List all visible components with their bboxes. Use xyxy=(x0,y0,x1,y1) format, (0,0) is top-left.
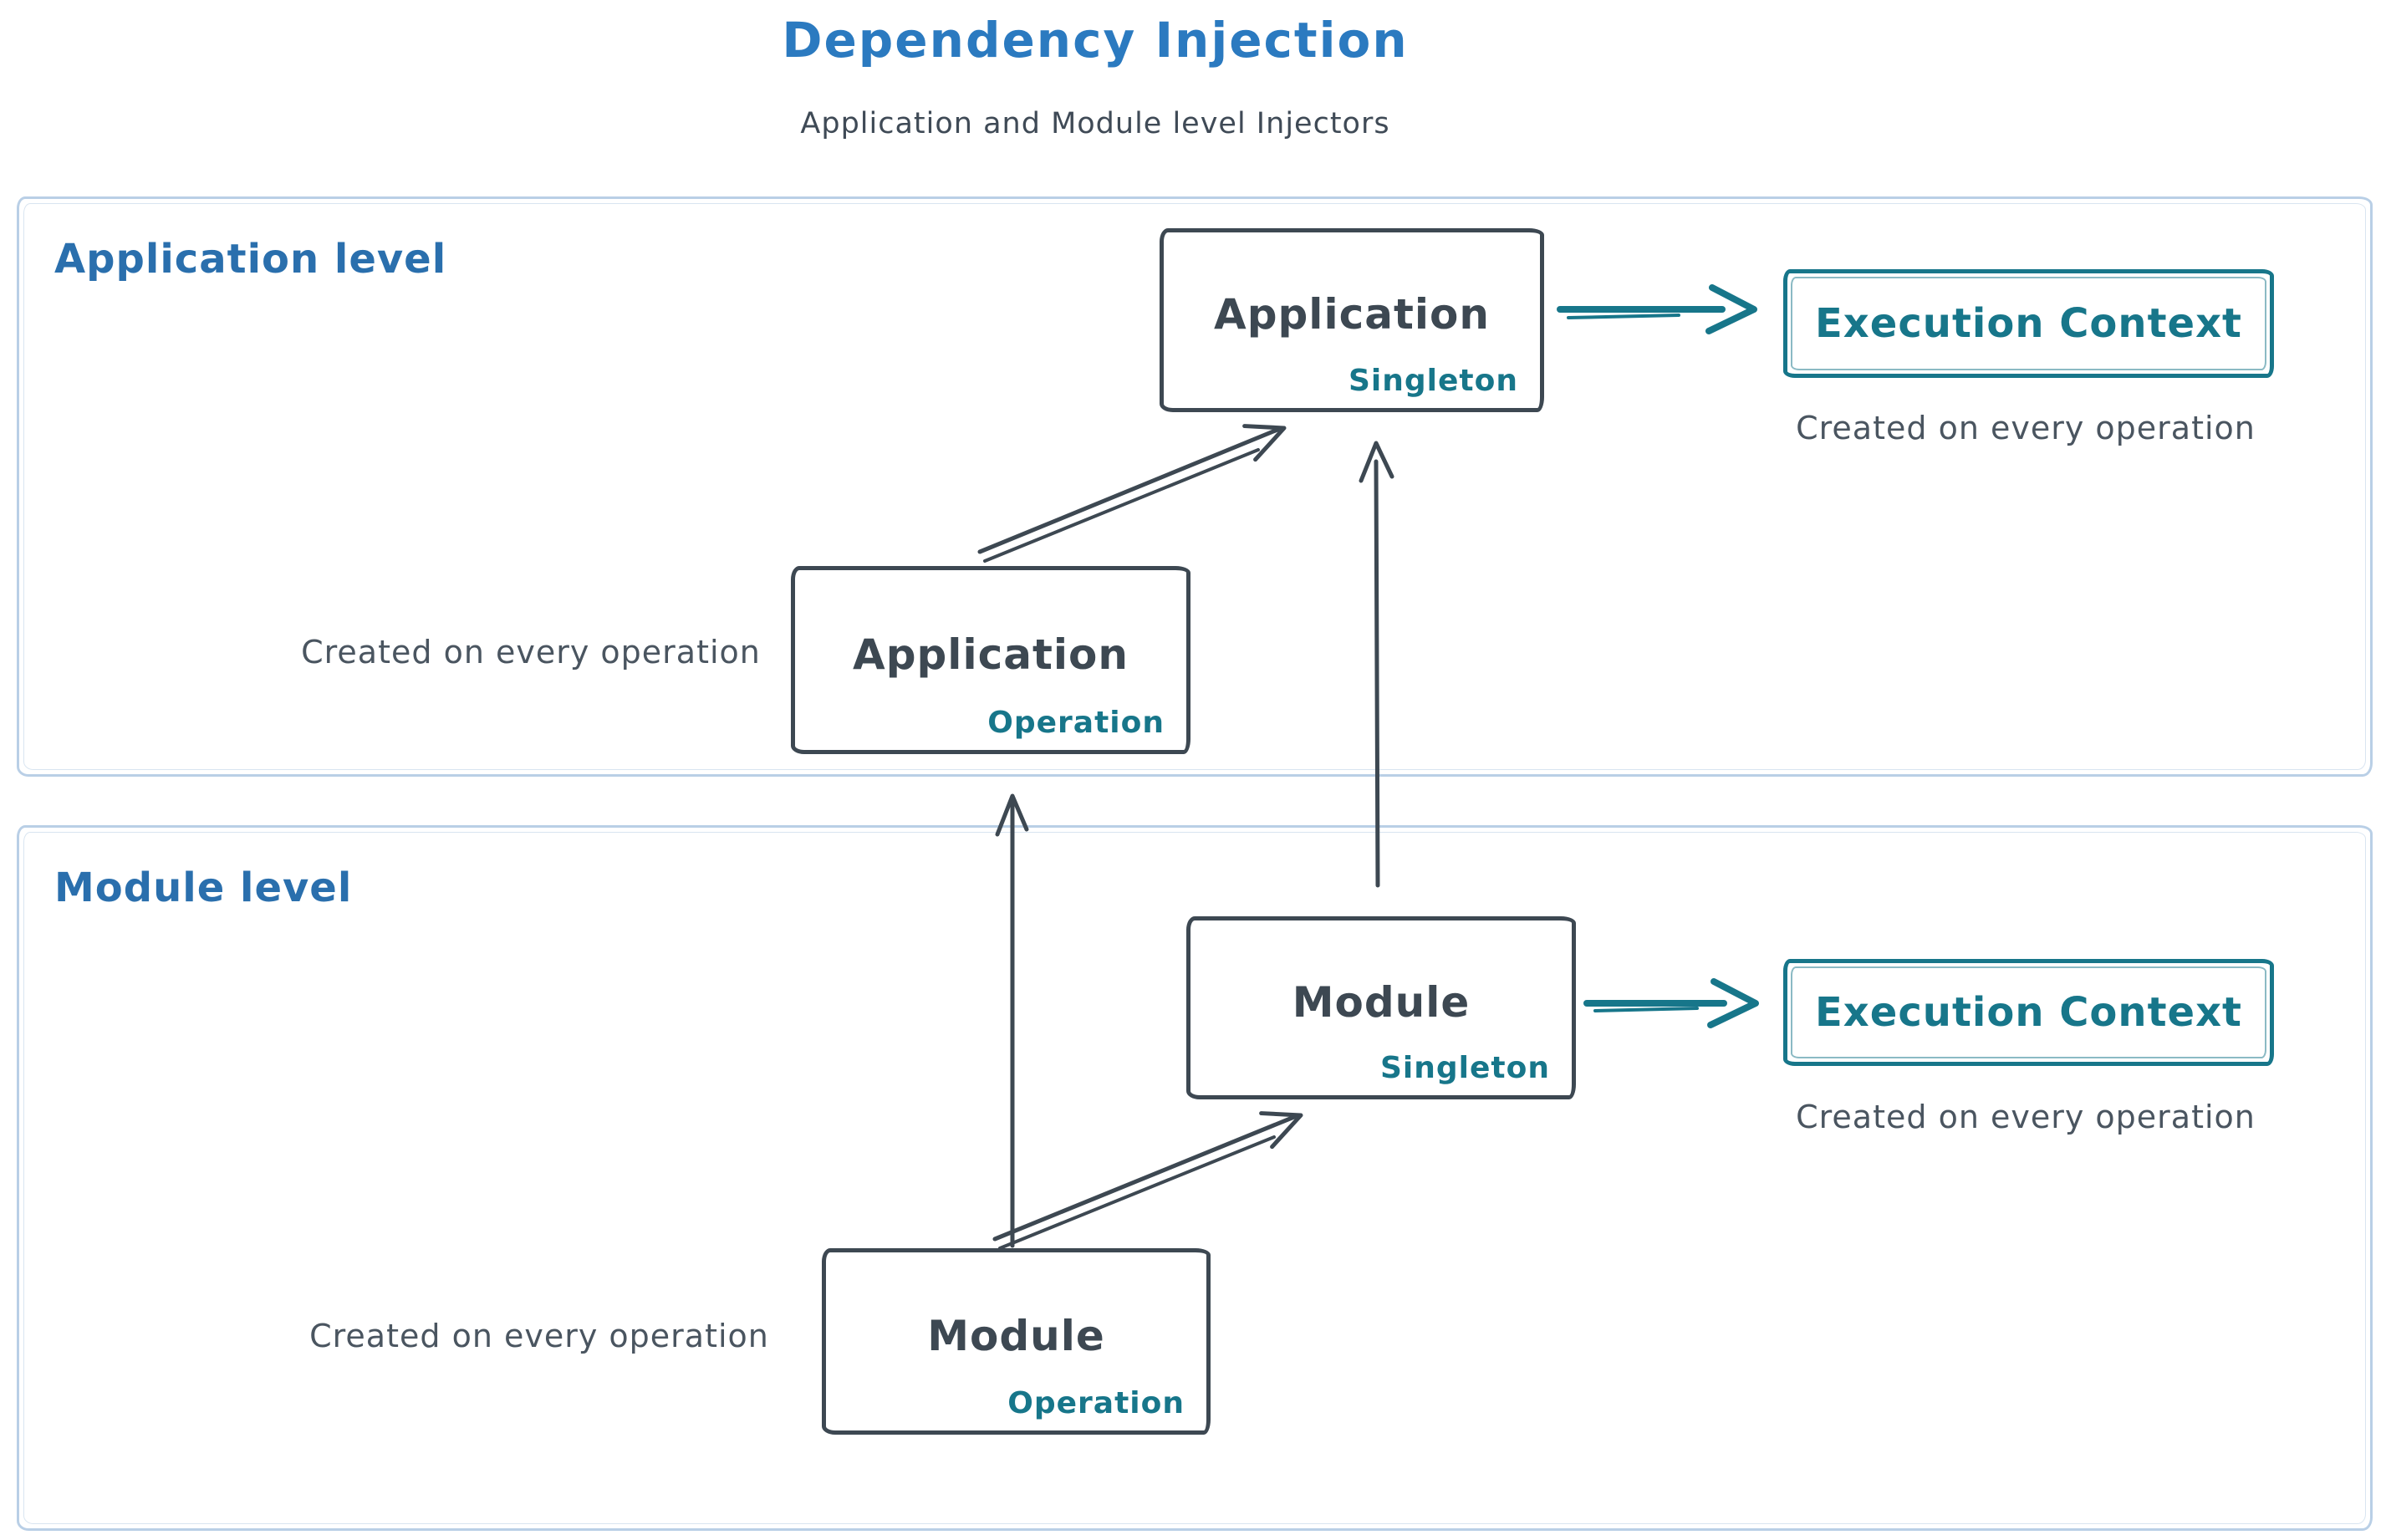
scope-badge: Operation xyxy=(1007,1386,1185,1420)
caption-module-operation: Created on every operation xyxy=(309,1318,769,1354)
scope-badge: Singleton xyxy=(1380,1051,1550,1085)
module-level-panel: Module level xyxy=(17,825,2373,1531)
diagram-title: Dependency Injection xyxy=(782,12,1409,69)
node-application-operation: Application Operation xyxy=(791,566,1190,754)
diagram-subtitle: Application and Module level Injectors xyxy=(800,107,1390,140)
node-module-execution-context: Execution Context xyxy=(1783,959,2274,1066)
node-title: Execution Context xyxy=(1815,989,2242,1036)
node-module-operation: Module Operation xyxy=(822,1248,1211,1435)
node-title: Application xyxy=(1214,290,1490,339)
node-application-singleton: Application Singleton xyxy=(1160,228,1544,412)
module-level-label: Module level xyxy=(54,864,353,911)
caption-app-operation: Created on every operation xyxy=(301,634,761,671)
application-level-label: Application level xyxy=(54,236,447,283)
node-title: Execution Context xyxy=(1815,300,2242,347)
application-level-panel: Application level xyxy=(17,196,2373,777)
scope-badge: Singleton xyxy=(1348,364,1518,398)
caption-module-execution-context: Created on every operation xyxy=(1796,1099,2256,1135)
caption-app-execution-context: Created on every operation xyxy=(1796,410,2256,446)
node-title: Application xyxy=(853,630,1129,679)
node-title: Module xyxy=(1292,977,1471,1027)
scope-badge: Operation xyxy=(987,706,1165,740)
node-title: Module xyxy=(927,1311,1105,1360)
node-module-singleton: Module Singleton xyxy=(1186,916,1576,1099)
node-app-execution-context: Execution Context xyxy=(1783,269,2274,378)
